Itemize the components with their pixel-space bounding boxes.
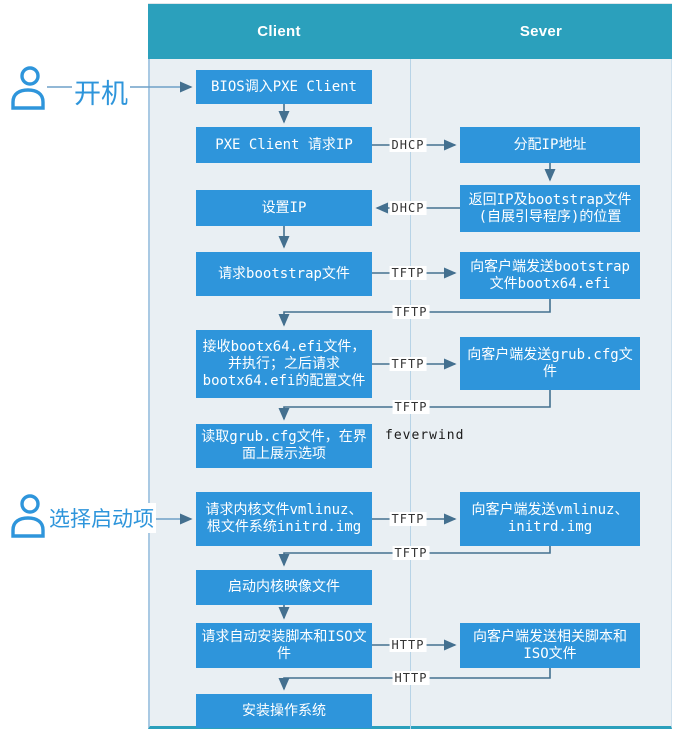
lane-title-server: Sever bbox=[519, 23, 563, 40]
protocol-label-tftp: TFTP bbox=[389, 512, 427, 526]
protocol-label-http: HTTP bbox=[392, 671, 430, 685]
server-step-send-bootstrap: 向客户端发送bootstrap文件bootx64.efi bbox=[460, 252, 640, 299]
server-step-assign-ip: 分配IP地址 bbox=[460, 127, 640, 163]
protocol-label-dhcp: DHCP bbox=[389, 138, 427, 152]
client-step-boot-kernel: 启动内核映像文件 bbox=[196, 570, 372, 605]
client-step-request-script-iso: 请求自动安装脚本和ISO文件 bbox=[196, 623, 372, 668]
client-step-receive-bootx64: 接收bootx64.efi文件，并执行；之后请求bootx64.efi的配置文件 bbox=[196, 330, 372, 398]
protocol-label-dhcp: DHCP bbox=[389, 201, 427, 215]
protocol-label-tftp: TFTP bbox=[392, 400, 430, 414]
client-step-set-ip: 设置IP bbox=[196, 190, 372, 226]
actor-label-power-on: 开机 bbox=[72, 72, 130, 111]
server-step-send-kernel: 向客户端发送vmlinuz、initrd.img bbox=[460, 492, 640, 546]
client-step-request-kernel: 请求内核文件vmlinuz、根文件系统initrd.img bbox=[196, 492, 372, 546]
user-icon bbox=[11, 66, 45, 110]
actor-label-select-boot: 选择启动项 bbox=[47, 503, 156, 533]
protocol-label-tftp: TFTP bbox=[389, 357, 427, 371]
protocol-label-tftp: TFTP bbox=[392, 546, 430, 560]
swimlane-header: Client Sever bbox=[148, 3, 672, 59]
server-step-return-ip-bootstrap: 返回IP及bootstrap文件(自展引导程序)的位置 bbox=[460, 185, 640, 232]
protocol-label-tftp: TFTP bbox=[392, 305, 430, 319]
server-step-send-grubcfg: 向客户端发送grub.cfg文件 bbox=[460, 337, 640, 390]
lane-divider bbox=[410, 59, 411, 729]
client-step-install-os: 安装操作系统 bbox=[196, 694, 372, 728]
lane-title-client: Client bbox=[257, 23, 301, 40]
watermark-text: feverwind bbox=[385, 428, 465, 443]
client-step-bios-pxe: BIOS调入PXE Client bbox=[196, 70, 372, 104]
client-step-request-bootstrap: 请求bootstrap文件 bbox=[196, 252, 372, 296]
protocol-label-http: HTTP bbox=[389, 638, 427, 652]
client-step-read-grubcfg: 读取grub.cfg文件，在界面上展示选项 bbox=[196, 424, 372, 468]
user-icon bbox=[11, 494, 45, 538]
client-step-request-ip: PXE Client 请求IP bbox=[196, 127, 372, 163]
server-step-send-script-iso: 向客户端发送相关脚本和ISO文件 bbox=[460, 623, 640, 668]
protocol-label-tftp: TFTP bbox=[389, 266, 427, 280]
